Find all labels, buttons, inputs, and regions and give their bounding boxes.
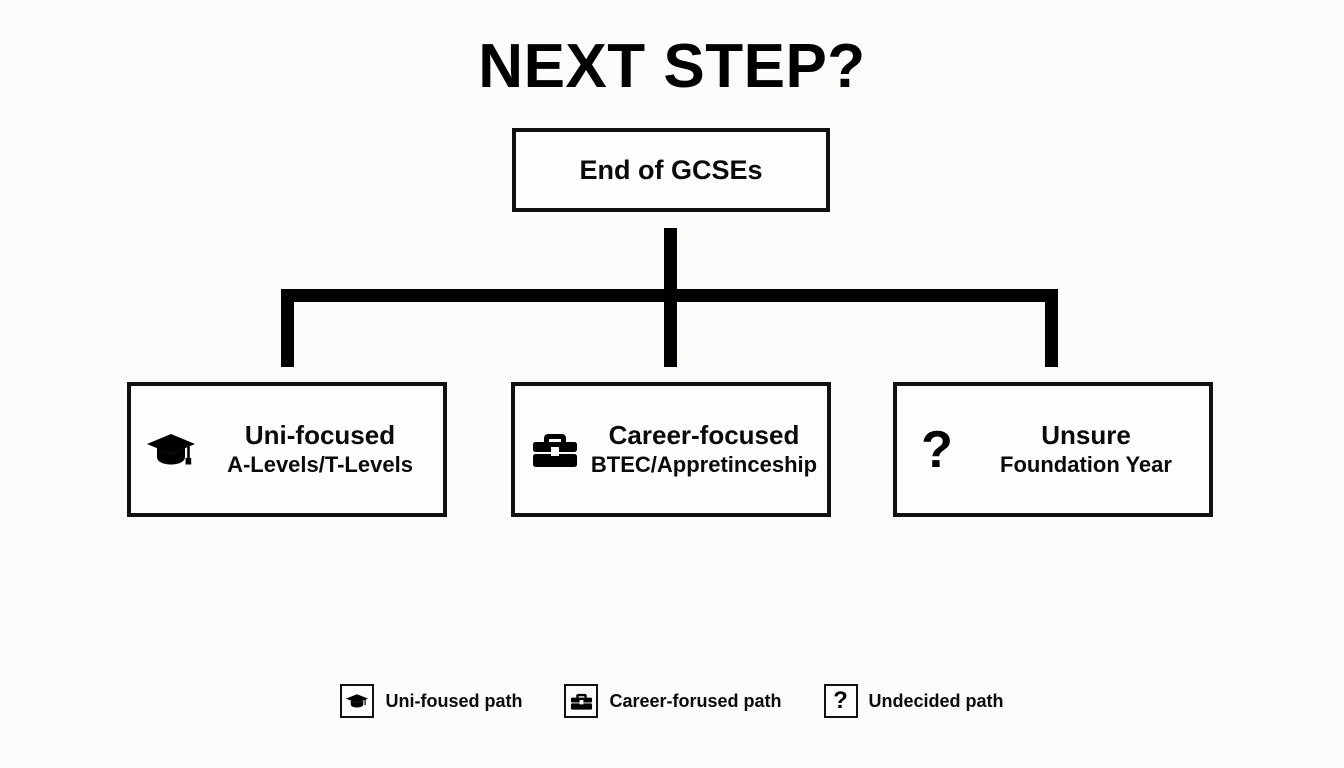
question-mark-glyph: ? bbox=[833, 687, 848, 714]
legend-item-undecided[interactable]: ? Undecided path bbox=[823, 684, 1004, 718]
legend-item-uni[interactable]: Uni-foused path bbox=[340, 684, 522, 718]
node-end-of-gcses-label: End of GCSEs bbox=[579, 154, 763, 185]
node-uni-focused-title: Uni-focused bbox=[244, 420, 396, 451]
node-uni-focused-subtitle: A-Levels/T-Levels bbox=[227, 452, 413, 478]
graduation-cap-icon bbox=[145, 424, 197, 476]
connector-drop-middle bbox=[664, 289, 677, 367]
connector-drop-left bbox=[281, 289, 294, 367]
question-mark-glyph: ? bbox=[921, 420, 953, 479]
page-title: NEXT STEP? bbox=[478, 32, 866, 101]
legend-item-career[interactable]: Career-forused path bbox=[564, 684, 782, 718]
question-mark-icon: ? bbox=[911, 424, 963, 476]
connector-stem-vertical bbox=[664, 228, 677, 291]
legend-item-career-label: Career-forused path bbox=[609, 690, 782, 711]
node-uni-focused[interactable]: Uni-focused A-Levels/T-Levels bbox=[127, 382, 447, 517]
node-career-focused[interactable]: Career-focused BTEC/Appretinceship bbox=[511, 382, 831, 517]
connector-drop-right bbox=[1045, 289, 1058, 367]
node-career-focused-title: Career-focused bbox=[608, 420, 800, 451]
node-unsure-title: Unsure bbox=[1041, 420, 1131, 451]
node-unsure-text: Unsure Foundation Year bbox=[971, 420, 1209, 478]
question-mark-icon: ? bbox=[823, 684, 858, 718]
node-unsure[interactable]: ? Unsure Foundation Year bbox=[893, 382, 1213, 517]
node-end-of-gcses[interactable]: End of GCSEs bbox=[512, 128, 830, 212]
graduation-cap-icon bbox=[340, 684, 375, 718]
node-unsure-subtitle: Foundation Year bbox=[1000, 452, 1172, 478]
briefcase-icon bbox=[564, 684, 599, 718]
legend: Uni-foused path Career-forused path ? Un… bbox=[0, 684, 1344, 718]
legend-item-undecided-label: Undecided path bbox=[868, 690, 1004, 711]
node-career-focused-subtitle: BTEC/Appretinceship bbox=[590, 452, 818, 478]
briefcase-icon bbox=[529, 424, 581, 476]
legend-item-uni-label: Uni-foused path bbox=[385, 690, 523, 711]
node-uni-focused-text: Uni-focused A-Levels/T-Levels bbox=[205, 420, 443, 478]
node-career-focused-text: Career-focused BTEC/Appretinceship bbox=[589, 420, 827, 478]
